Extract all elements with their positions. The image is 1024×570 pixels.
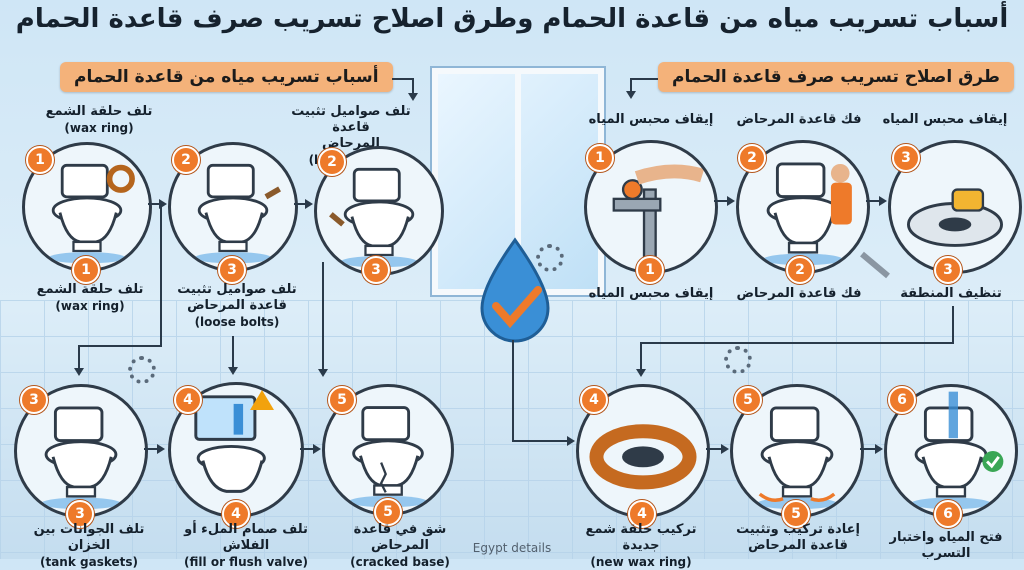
fix-6-badge-top: 6 [888,386,916,414]
fix-2-badge-top: 2 [738,144,766,172]
fix-6-caption: فتح المياه واختبار التسرب [889,530,1003,561]
cause-1-top-caption: تلف حلقة الشمع(wax ring) [45,104,153,135]
fix-6-badge-bottom: 6 [934,500,962,528]
fix-1-top-caption: إيقاف محبس المياه [588,112,714,127]
label-arrow [408,78,418,101]
warning-icon [250,390,274,410]
fix-3-bottom-caption: تنظيف المنطقة [900,286,1002,301]
fix-4-badge-top: 4 [580,386,608,414]
cause-6-badge-top: 5 [328,386,356,414]
gear-icon-left [128,356,156,384]
cause-1-badge-bottom: 1 [72,256,100,284]
fix-1-bottom-caption: إيقاف محبس المياه [588,286,714,301]
fix-clean-area-image [888,140,1022,274]
fix-3-badge-top: 3 [892,144,920,172]
fix-2-badge-bottom: 2 [786,256,814,284]
fixes-section-label: طرق اصلاح تسريب صرف قاعدة الحمام [658,62,1014,92]
cause-1-badge-top: 1 [26,146,54,174]
fix-2-top-caption: فك قاعدة المرحاض [736,112,862,127]
cause-2-badge-top: 2 [172,146,200,174]
fix-5-badge-bottom: 5 [782,500,810,528]
cause-6-badge-bottom: 5 [374,498,402,526]
fix-1-badge-top: 1 [586,144,614,172]
fix-3-badge-bottom: 3 [934,256,962,284]
cause-2-badge-bottom: 3 [218,256,246,284]
cause-5-badge-bottom: 4 [222,500,250,528]
cause-4-badge-bottom: 3 [66,500,94,528]
fix-4-badge-bottom: 4 [628,500,656,528]
cause-3-badge-top: 2 [318,148,346,176]
cause-3-badge-bottom: 3 [362,256,390,284]
fix-2-bottom-caption: فك قاعدة المرحاض [736,286,862,301]
cause-5-badge-top: 4 [174,386,202,414]
fix-new-wax-ring-image [576,384,710,518]
fix-3-top-caption: إيقاف محبس المياه [882,112,1008,127]
cause-4-badge-top: 3 [20,386,48,414]
fix-5-badge-top: 5 [734,386,762,414]
footer-credit: Egypt details [472,541,552,555]
water-drop-check-icon [480,237,550,343]
gear-icon [536,244,564,272]
gear-icon-right [724,346,752,374]
page-title: أسباب تسريب مياه من قاعدة الحمام وطرق اص… [15,4,1009,34]
causes-section-label: أسباب تسريب مياه من قاعدة الحمام [60,62,393,92]
fix-1-badge-bottom: 1 [636,256,664,284]
cause-1-bottom-caption: تلف حلقة الشمع(wax ring) [36,282,144,313]
wrench-icon [860,251,890,279]
